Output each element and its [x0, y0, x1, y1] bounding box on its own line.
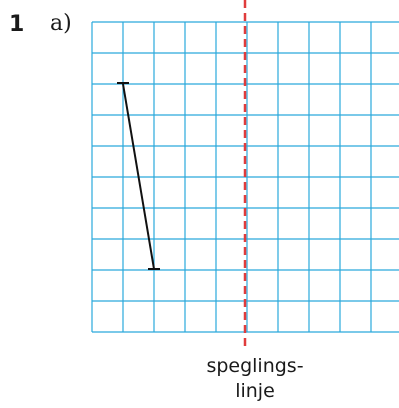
segment-line — [122, 83, 155, 270]
mirror-line-caption-line-2: linje — [235, 380, 275, 402]
mirror-line-caption-line-1: speglings- — [206, 355, 304, 377]
exercise-part-label: a) — [50, 11, 72, 36]
grid-figure — [91, 0, 399, 346]
line-segment — [117, 82, 160, 270]
exercise-number: 1 — [9, 12, 25, 37]
